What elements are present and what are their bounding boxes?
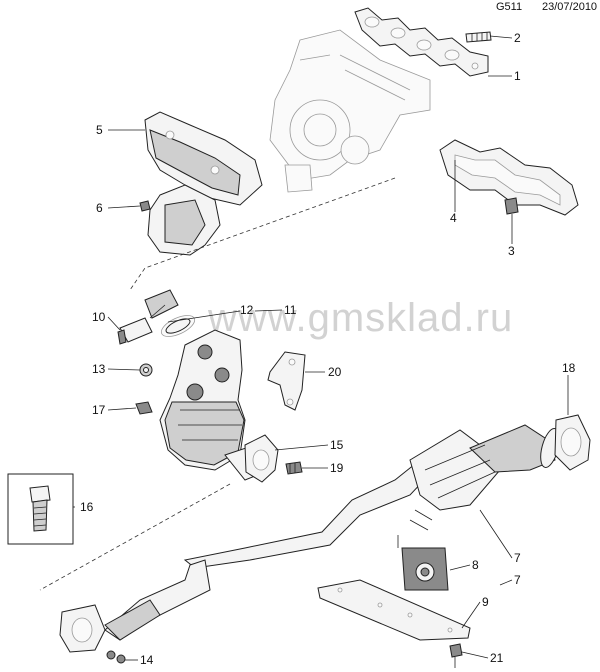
turbo-sensor bbox=[504, 197, 519, 240]
callout-4: 4 bbox=[450, 211, 457, 225]
turbo-gasket bbox=[439, 139, 579, 216]
bracket-20 bbox=[267, 351, 306, 411]
assembly-line-upper bbox=[129, 177, 396, 291]
callout-7a: 7 bbox=[514, 551, 521, 565]
callout-9: 9 bbox=[482, 595, 489, 609]
callout-8: 8 bbox=[472, 558, 479, 572]
nut-13 bbox=[139, 363, 153, 377]
callout-7b: 7 bbox=[514, 573, 521, 587]
manifold-gasket bbox=[354, 7, 489, 77]
callout-13: 13 bbox=[92, 362, 106, 376]
callout-1: 1 bbox=[514, 69, 521, 83]
lower-heat-shield bbox=[147, 184, 221, 256]
callout-19: 19 bbox=[330, 461, 344, 475]
diagram-code: G511 bbox=[496, 1, 523, 13]
oxygen-sensor bbox=[117, 289, 179, 345]
front-flange bbox=[59, 604, 106, 653]
callout-12: 12 bbox=[240, 303, 254, 317]
callout-10: 10 bbox=[92, 310, 106, 324]
callout-20: 20 bbox=[328, 365, 342, 379]
callout-11: 11 bbox=[284, 303, 297, 317]
callout-17: 17 bbox=[92, 403, 106, 417]
callout-2: 2 bbox=[514, 31, 521, 45]
bolt-21 bbox=[449, 643, 463, 668]
nut-14 bbox=[106, 650, 126, 664]
callout-18: 18 bbox=[562, 361, 576, 375]
front-exhaust-pipe bbox=[104, 424, 560, 641]
assembly-line-lower bbox=[39, 483, 231, 591]
rubber-hanger bbox=[397, 535, 449, 591]
callout-14: 14 bbox=[140, 653, 154, 667]
diagram-date: 23/07/2010 bbox=[542, 1, 598, 13]
part-16-inset bbox=[7, 473, 74, 545]
upper-heat-shield bbox=[144, 111, 263, 206]
callout-21: 21 bbox=[490, 651, 504, 665]
bolt-19 bbox=[285, 461, 303, 475]
callout-labels: 1 2 3 4 5 6 7 7 8 9 10 11 12 13 14 15 16… bbox=[80, 31, 576, 667]
turbo-manifold-assembly bbox=[269, 29, 431, 193]
callout-6: 6 bbox=[96, 201, 103, 215]
manifold-stud bbox=[465, 31, 492, 43]
callout-5: 5 bbox=[96, 123, 103, 137]
callout-3: 3 bbox=[508, 244, 515, 258]
sensor-gasket bbox=[160, 315, 196, 337]
bracket-9 bbox=[317, 579, 471, 641]
gasket-18 bbox=[554, 414, 591, 471]
callout-16: 16 bbox=[80, 500, 94, 514]
nut-17 bbox=[135, 401, 153, 415]
leader-lines bbox=[73, 35, 569, 661]
heat-shield-bolt bbox=[139, 200, 151, 212]
flange-gasket-15 bbox=[244, 434, 279, 483]
callout-15: 15 bbox=[330, 438, 344, 452]
